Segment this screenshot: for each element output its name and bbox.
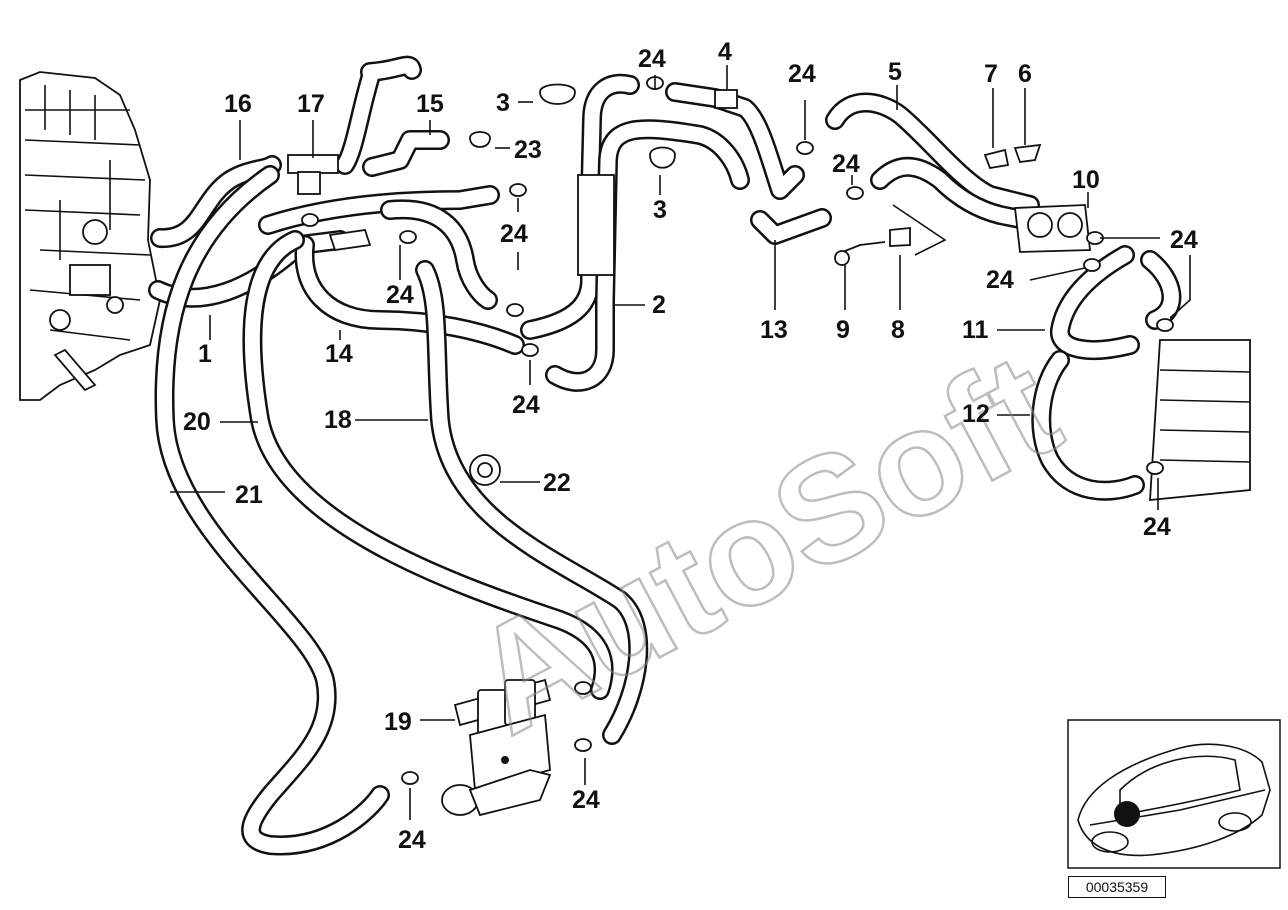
connector-14 [328, 229, 372, 251]
part-label: 24 [398, 826, 426, 854]
part-label: 19 [384, 708, 412, 736]
leader-lines [170, 65, 1191, 820]
grommet-8 [889, 227, 911, 247]
part-label: 24 [832, 150, 860, 178]
joint-piece [714, 89, 738, 109]
part-label: 5 [888, 58, 902, 86]
part-label: 24 [500, 220, 528, 248]
part-label: 4 [718, 38, 732, 66]
part-label: 20 [183, 408, 211, 436]
part-label: 13 [760, 316, 788, 344]
part-label: 9 [836, 316, 850, 344]
tee-branch [297, 171, 321, 195]
car-thumbnail [1067, 719, 1281, 869]
part-label: 23 [514, 136, 542, 164]
part-label: 24 [572, 786, 600, 814]
part-label: 18 [324, 406, 352, 434]
plug-6 [1013, 143, 1042, 163]
part-label: 8 [891, 316, 905, 344]
part-label: 11 [962, 316, 989, 344]
part-label: 21 [235, 481, 263, 509]
part-label: 15 [416, 90, 444, 118]
part-label: 24 [638, 45, 666, 73]
engine-block-illustration [19, 71, 161, 401]
plug-7 [983, 148, 1010, 170]
part-label: 6 [1018, 60, 1032, 88]
fittings [287, 83, 1251, 502]
grommet-lower [649, 146, 676, 169]
reference-number: 00035359 [1068, 876, 1166, 898]
part-label: 24 [1170, 226, 1198, 254]
part-labels: 1 2 3 3 4 5 6 7 8 9 10 11 12 13 14 15 16… [183, 38, 1198, 854]
hose-clamps [301, 76, 1174, 785]
clip-23 [469, 131, 491, 148]
water-valve-19 [441, 678, 552, 817]
heater-core [1149, 339, 1251, 502]
bracket-plate [577, 174, 615, 276]
part-label: 24 [1143, 513, 1171, 541]
part-label: 24 [386, 281, 414, 309]
part-label: 22 [543, 469, 571, 497]
part-label: 10 [1072, 166, 1100, 194]
part-label: 3 [653, 196, 667, 224]
part-label: 24 [512, 391, 540, 419]
part-label: 14 [325, 340, 353, 368]
part-label: 2 [652, 291, 666, 319]
part-label: 16 [224, 90, 252, 118]
part-label: 24 [986, 266, 1014, 294]
grommet-upper [539, 83, 576, 105]
part-label: 12 [962, 400, 990, 428]
part-label: 7 [984, 60, 998, 88]
part-label: 24 [788, 60, 816, 88]
part-label: 17 [297, 90, 325, 118]
part-label: 1 [198, 340, 212, 368]
part-label: 3 [496, 89, 510, 117]
